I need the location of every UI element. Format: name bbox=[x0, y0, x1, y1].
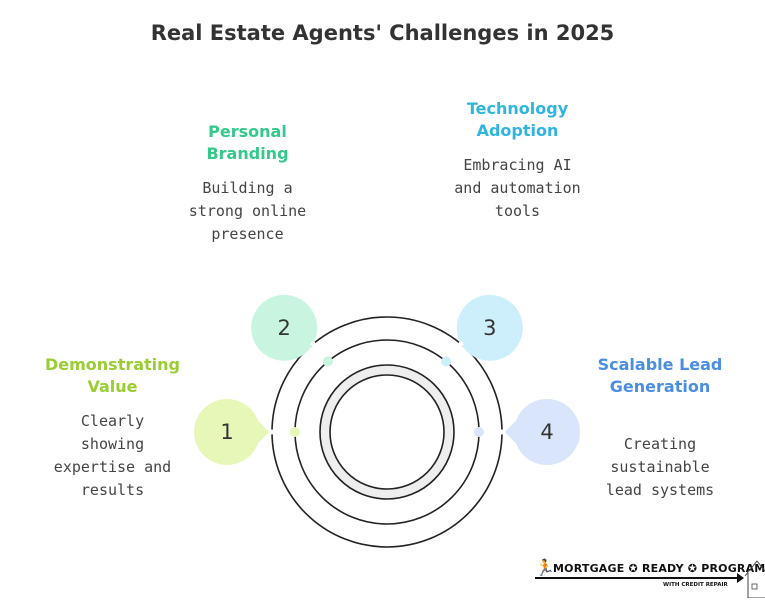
bubble-number-2: 2 bbox=[277, 316, 290, 340]
description-1: Clearly showing expertise and results bbox=[53, 412, 172, 499]
heading-4: Scalable Lead Generation bbox=[597, 355, 723, 396]
bubble-pointer-1 bbox=[257, 420, 269, 444]
ring-gap-2 bbox=[310, 341, 316, 347]
ring-gap-4 bbox=[499, 429, 505, 435]
heading-2: Personal Branding bbox=[206, 122, 289, 163]
heading-1: Demonstrating Value bbox=[44, 355, 181, 396]
arrow-line bbox=[535, 577, 739, 579]
logo-text: MORTGAGE ✪ READY ✪ PROGRAM bbox=[553, 562, 765, 575]
description-2: Building a strong online presence bbox=[188, 179, 307, 243]
logo-subtext: WITH CREDIT REPAIR bbox=[663, 582, 728, 588]
house-icon bbox=[744, 560, 765, 598]
ring-marker-4 bbox=[474, 427, 484, 437]
bubble-pointer-4 bbox=[505, 420, 517, 444]
number-bubble-4 bbox=[514, 399, 580, 465]
bubble-number-3: 3 bbox=[483, 316, 496, 340]
page-title: Real Estate Agents' Challenges in 2025 bbox=[150, 21, 615, 45]
description-4: Creating sustainable lead systems bbox=[605, 435, 715, 499]
inner-ring-inner bbox=[329, 374, 445, 490]
arrow-head-icon bbox=[737, 573, 744, 583]
logo: 🏃 MORTGAGE ✪ READY ✪ PROGRAM WITH CREDIT… bbox=[533, 558, 765, 602]
ring-marker-2 bbox=[322, 356, 333, 367]
number-bubble-2 bbox=[251, 294, 318, 361]
number-bubble-1 bbox=[194, 399, 260, 465]
ring-gap-3 bbox=[458, 341, 464, 347]
description-3: Embracing AI and automation tools bbox=[454, 156, 581, 220]
ring-marker-1 bbox=[290, 427, 300, 437]
ring-gap-1 bbox=[269, 429, 275, 435]
heading-3: Technology Adoption bbox=[466, 99, 569, 140]
inner-ring-outer bbox=[319, 364, 455, 500]
number-bubble-3 bbox=[456, 294, 523, 361]
bubble-number-1: 1 bbox=[220, 420, 233, 444]
runner-icon: 🏃 bbox=[535, 558, 555, 577]
ring-marker-3 bbox=[441, 356, 452, 367]
inner-band bbox=[320, 365, 454, 499]
bubble-number-4: 4 bbox=[540, 420, 553, 444]
